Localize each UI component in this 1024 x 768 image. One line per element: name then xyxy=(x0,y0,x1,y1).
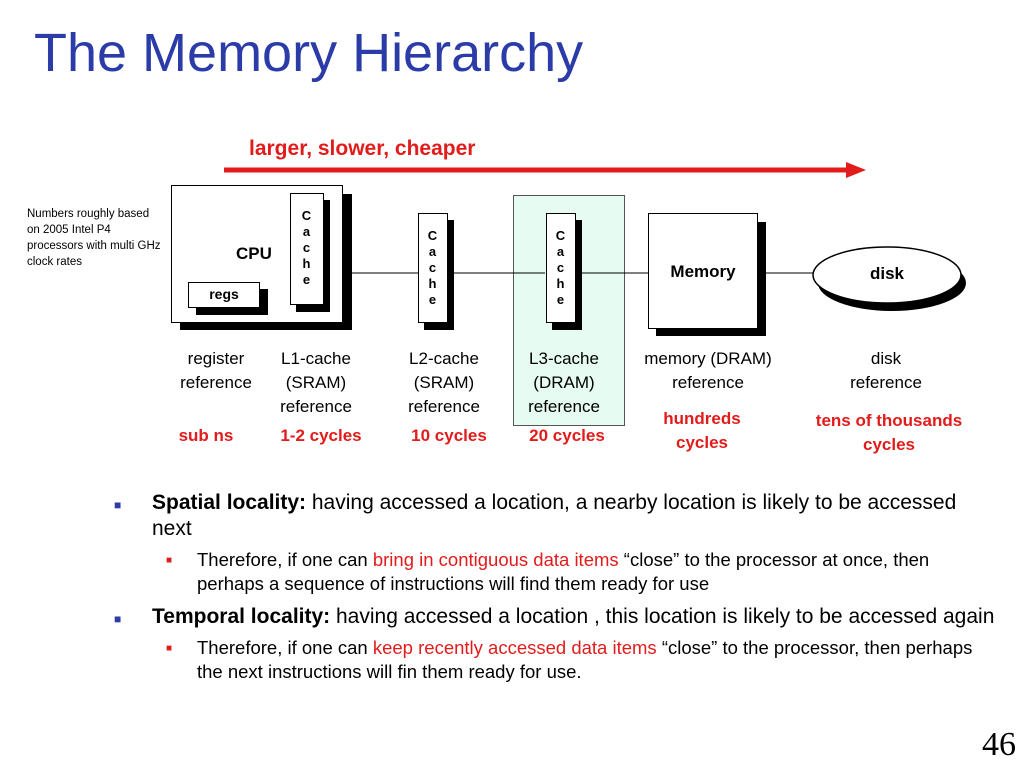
cache-letter: e xyxy=(302,272,311,287)
level-l1-label: L1-cache(SRAM)reference xyxy=(280,349,352,416)
bullet-temporal: ■ Temporal locality: having accessed a l… xyxy=(110,604,1000,630)
sub-bullet-spatial: ■ Therefore, if one can bring in contigu… xyxy=(110,548,1000,596)
disk-label: disk xyxy=(869,264,905,283)
progression-arrow xyxy=(224,162,866,178)
cpu-label: CPU xyxy=(236,244,272,263)
bullet-square-icon: ■ xyxy=(114,498,122,512)
spatial-sub-post: “close” to the processor at once, then p… xyxy=(197,549,930,594)
regs-box: regs xyxy=(188,282,260,308)
cache-letter: h xyxy=(302,256,311,271)
disk-shape xyxy=(812,246,966,311)
latency-l1: 1-2 cycles xyxy=(280,426,362,445)
page-title: The Memory Hierarchy xyxy=(34,23,584,83)
cache-letter: a xyxy=(556,244,565,259)
level-memory-label: memory (DRAM)reference xyxy=(644,349,772,392)
level-l3-label: L3-cache(DRAM)reference xyxy=(528,349,600,416)
latency-register: sub ns xyxy=(178,426,234,445)
temporal-sub-pre: Therefore, if one can xyxy=(197,637,373,658)
latency-l3: 20 cycles xyxy=(529,426,605,445)
spatial-sub-highlight: bring in contiguous data items xyxy=(372,549,619,570)
cache-letter: c xyxy=(556,260,565,275)
cache-letter: c xyxy=(302,240,311,255)
memory-label: Memory xyxy=(670,262,736,281)
bullet-square-icon: ■ xyxy=(114,612,122,626)
regs-label: regs xyxy=(209,286,239,302)
cache-letter: C xyxy=(555,228,566,243)
spatial-text: having accessed a location, a nearby loc… xyxy=(152,491,957,540)
latency-l2: 10 cycles xyxy=(411,426,487,445)
bullet-list: ■ Spatial locality: having accessed a lo… xyxy=(110,490,1000,692)
cache-letter: h xyxy=(428,276,437,291)
cache-letter: c xyxy=(428,260,437,275)
cache-letter: e xyxy=(428,292,437,307)
cache-letter: C xyxy=(301,208,312,223)
cache-letter: h xyxy=(556,276,565,291)
sub-bullet-square-icon: ■ xyxy=(166,555,173,566)
bullet-spatial: ■ Spatial locality: having accessed a lo… xyxy=(110,490,1000,542)
sub-bullet-temporal: ■ Therefore, if one can keep recently ac… xyxy=(110,636,1000,684)
spatial-sub-pre: Therefore, if one can xyxy=(197,549,373,570)
cache-letter: a xyxy=(428,244,437,259)
page-number: 46 xyxy=(982,726,1016,763)
temporal-text: having accessed a location , this locati… xyxy=(330,605,995,628)
temporal-sub-post: “close” to the processor, then perhaps t… xyxy=(197,637,973,682)
level-l2-label: L2-cache(SRAM)reference xyxy=(408,349,480,416)
arrow-label: larger, slower, cheaper xyxy=(249,137,476,160)
cache-letter: e xyxy=(556,292,565,307)
temporal-sub-highlight: keep recently accessed data items xyxy=(372,637,657,658)
spatial-term: Spatial locality: xyxy=(152,491,307,514)
sub-bullet-square-icon: ■ xyxy=(166,643,173,654)
cache-letter: C xyxy=(427,228,438,243)
memory-box: Memory xyxy=(648,213,758,329)
temporal-term: Temporal locality: xyxy=(152,605,331,628)
connector-lines xyxy=(352,272,820,274)
side-note: Numbers roughly based on 2005 Intel P4 p… xyxy=(27,208,161,268)
cache-letter: a xyxy=(302,224,311,239)
